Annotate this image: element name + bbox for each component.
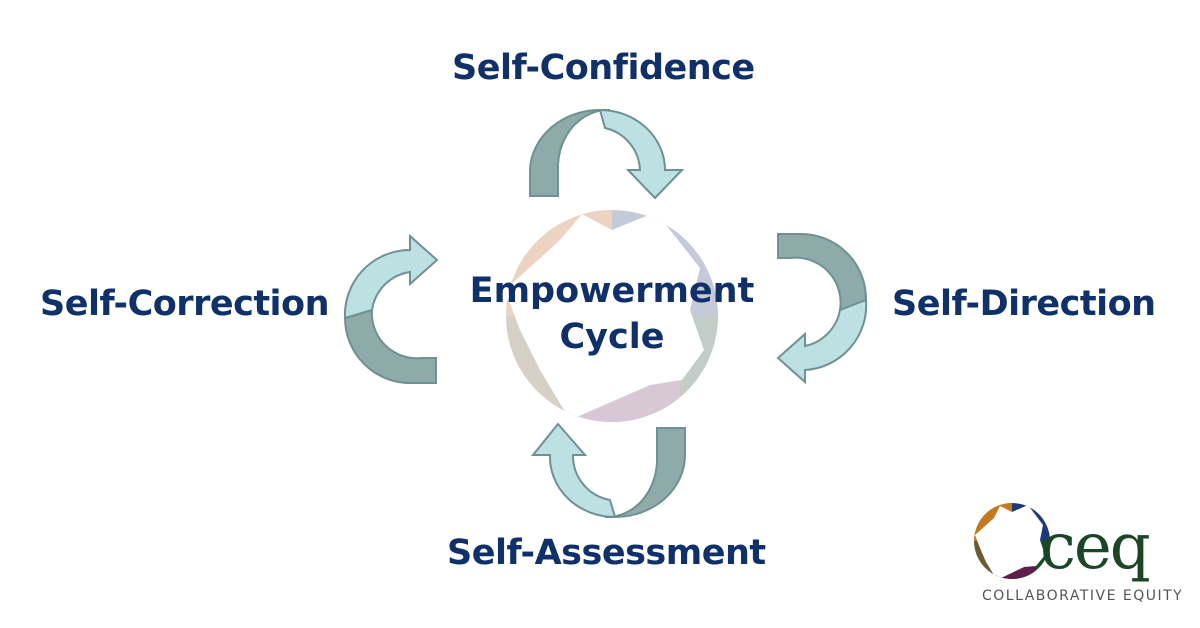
arrow-bottom [530,422,686,519]
center-title-line2: Cycle [559,317,665,357]
stage-self-correction: Self-Correction [40,284,330,324]
logo-wordmark: ceq [1040,510,1151,584]
center-title: Empowerment Cycle [462,268,762,360]
ceq-logo-mark [974,503,1050,579]
arrow-right [776,232,868,385]
stage-self-direction: Self-Direction [892,284,1156,324]
star-shape [506,212,704,420]
center-title-line1: Empowerment [469,271,755,311]
stage-self-assessment: Self-Assessment [447,533,766,573]
arrow-top [529,108,685,200]
stage-self-confidence: Self-Confidence [452,48,755,88]
arrow-left [343,233,439,384]
logo-tagline: COLLABORATIVE EQUITY [982,588,1184,604]
